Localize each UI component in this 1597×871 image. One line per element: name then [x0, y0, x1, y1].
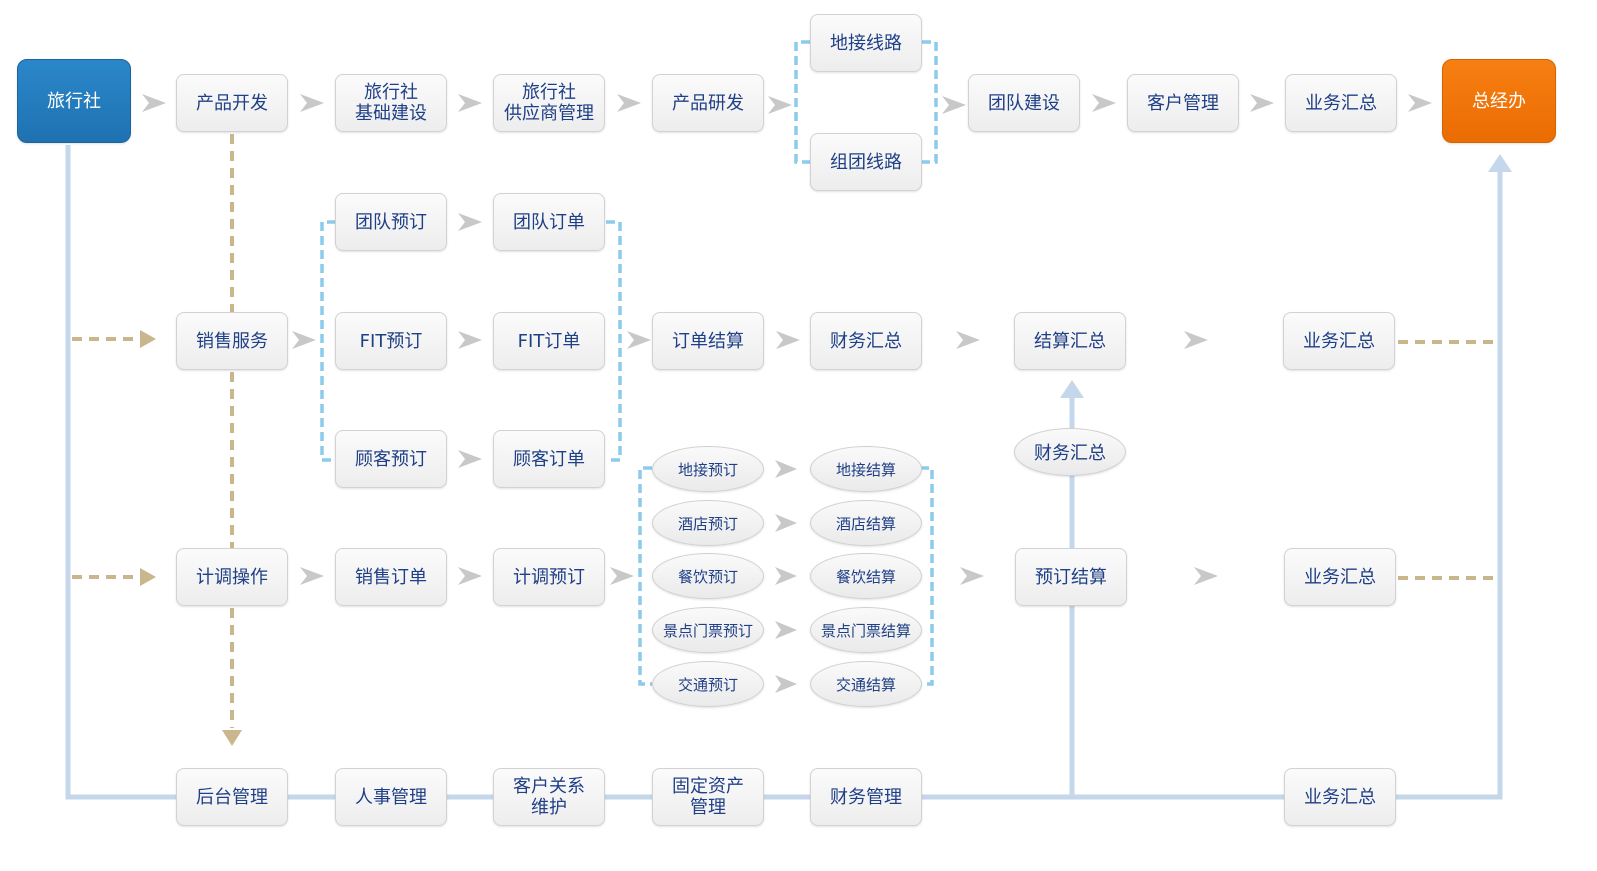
bracket-bookings-left — [320, 220, 336, 462]
node-agency-infrastructure: 旅行社 基础建设 — [335, 74, 447, 132]
chevron-arrow-icon — [458, 331, 482, 349]
chevron-arrow-icon — [458, 450, 482, 468]
chevron-arrow-icon — [775, 621, 797, 639]
chevron-arrow-icon — [292, 331, 316, 349]
node-business-summary-backend: 业务汇总 — [1284, 768, 1396, 826]
node-catering-booking: 餐饮预订 — [652, 553, 764, 599]
chevron-arrow-icon — [458, 567, 482, 585]
dashed-arrowhead-sales — [140, 330, 156, 348]
node-customer-management: 客户管理 — [1127, 74, 1239, 132]
dashed-arrowhead-down — [222, 730, 242, 746]
dashed-lines — [72, 134, 1496, 728]
node-fit-booking: FIT预订 — [335, 312, 447, 370]
chevron-arrow-icon — [1092, 94, 1116, 112]
chevron-arrow-icon — [775, 460, 797, 478]
node-ticket-booking: 景点门票预订 — [652, 607, 764, 653]
node-team-building: 团队建设 — [968, 74, 1080, 132]
node-fixed-asset-management: 固定资产 管理 — [652, 768, 764, 826]
node-product-research: 产品研发 — [652, 74, 764, 132]
chevron-arrow-icon — [775, 514, 797, 532]
chevron-arrow-icon — [1194, 567, 1218, 585]
node-transport-settlement: 交通结算 — [810, 661, 922, 707]
node-hr-management: 人事管理 — [335, 768, 447, 826]
node-catering-settlement: 餐饮结算 — [810, 553, 922, 599]
node-ticket-settlement: 景点门票结算 — [810, 607, 922, 653]
node-customer-booking: 顾客预订 — [335, 430, 447, 488]
node-hotel-settlement: 酒店结算 — [810, 500, 922, 546]
bracket-orders-right — [606, 220, 622, 462]
chevron-arrow-icon — [960, 567, 984, 585]
chevron-arrow-icon — [617, 94, 641, 112]
trunk-arrowhead-up-right — [1488, 154, 1512, 172]
node-booking-settlement: 预订结算 — [1015, 548, 1127, 606]
chevron-arrow-icon — [1250, 94, 1274, 112]
node-backend-management: 后台管理 — [176, 768, 288, 826]
node-fit-order: FIT订单 — [493, 312, 605, 370]
chevron-arrow-icon — [458, 213, 482, 231]
node-sales-service: 销售服务 — [176, 312, 288, 370]
node-finance-summary-ops: 财务汇总 — [1014, 428, 1126, 476]
chevron-arrow-icon — [300, 567, 324, 585]
node-agency-supplier-management: 旅行社 供应商管理 — [493, 74, 605, 132]
chevron-arrow-icon — [768, 96, 792, 114]
node-crm: 客户关系 维护 — [493, 768, 605, 826]
bracket-route-left — [794, 40, 810, 164]
node-product-development: 产品开发 — [176, 74, 288, 132]
node-local-booking: 地接预订 — [652, 446, 764, 492]
chevron-arrow-icon — [142, 94, 166, 112]
chevron-arrow-icon — [610, 567, 634, 585]
node-group-route: 组团线路 — [810, 133, 922, 191]
node-business-summary-top: 业务汇总 — [1285, 74, 1397, 132]
node-dispatch-operation: 计调操作 — [176, 548, 288, 606]
node-business-summary-sales: 业务汇总 — [1283, 312, 1395, 370]
start-node-travel-agency: 旅行社 — [17, 59, 131, 143]
node-local-settlement: 地接结算 — [810, 446, 922, 492]
node-group-order: 团队订单 — [493, 193, 605, 251]
chevron-arrow-icon — [942, 96, 966, 114]
node-finance-summary-sales: 财务汇总 — [810, 312, 922, 370]
bracket-lines — [320, 40, 938, 686]
chevron-arrow-icon — [300, 94, 324, 112]
main-trunk-line — [65, 145, 1503, 800]
chevron-arrow-icon — [956, 331, 980, 349]
node-local-route: 地接线路 — [810, 14, 922, 72]
node-dispatch-booking: 计调预订 — [493, 548, 605, 606]
node-settlement-summary: 结算汇总 — [1014, 312, 1126, 370]
chevron-arrow-icon — [1184, 331, 1208, 349]
bracket-sub-bookings-left — [638, 466, 652, 686]
node-hotel-booking: 酒店预订 — [652, 500, 764, 546]
dashed-arrowhead-ops — [140, 568, 156, 586]
chevron-arrow-icon — [458, 94, 482, 112]
node-order-settlement: 订单结算 — [652, 312, 764, 370]
bracket-route-right — [922, 40, 938, 164]
bracket-sub-settlements-right — [920, 466, 934, 686]
chevron-arrow-icon — [627, 331, 651, 349]
node-customer-order: 顾客订单 — [493, 430, 605, 488]
node-group-booking: 团队预订 — [335, 193, 447, 251]
node-finance-management: 财务管理 — [810, 768, 922, 826]
node-sales-order: 销售订单 — [335, 548, 447, 606]
chevron-arrow-icon — [776, 331, 800, 349]
chevron-arrows — [142, 94, 1432, 693]
trunk-arrowhead-up-mid — [1060, 380, 1084, 398]
node-transport-booking: 交通预订 — [652, 661, 764, 707]
chevron-arrow-icon — [1408, 94, 1432, 112]
node-business-summary-ops: 业务汇总 — [1284, 548, 1396, 606]
end-node-general-office: 总经办 — [1442, 59, 1556, 143]
chevron-arrow-icon — [775, 567, 797, 585]
chevron-arrow-icon — [775, 675, 797, 693]
